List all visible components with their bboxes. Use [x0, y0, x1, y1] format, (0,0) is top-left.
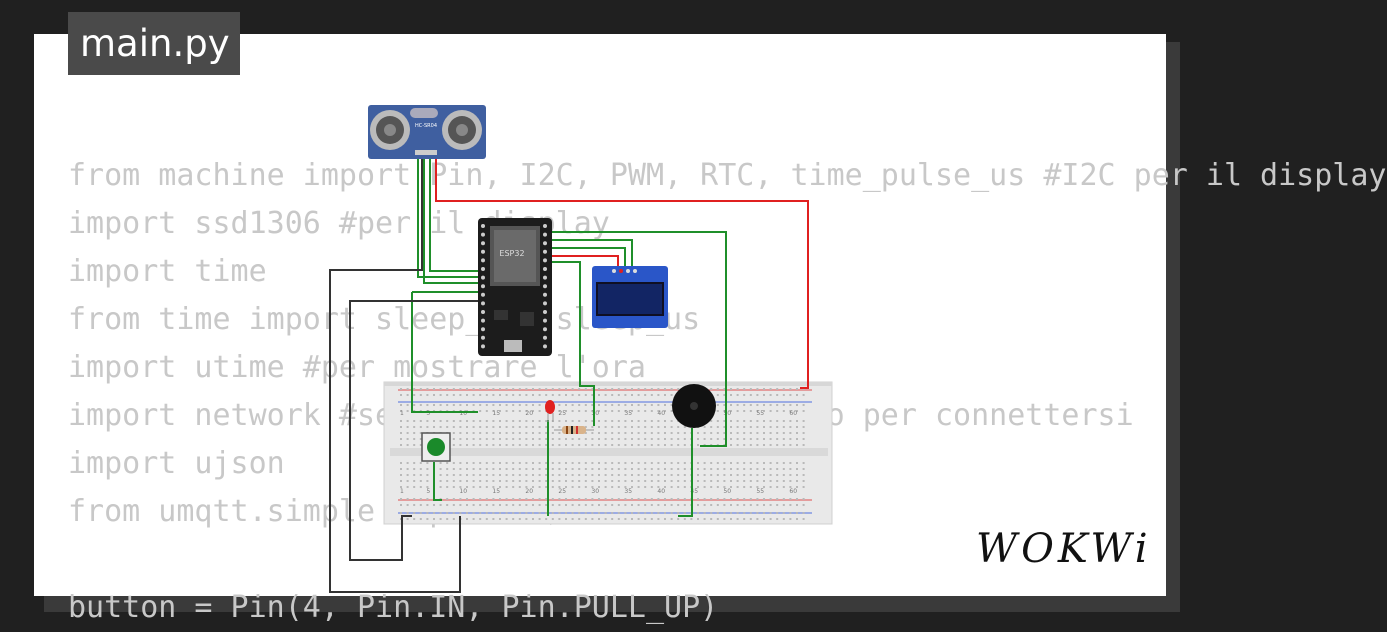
- breadboard-column-number: 60: [789, 488, 797, 495]
- breadboard-column-number: 45: [690, 488, 698, 495]
- circuit-diagram: 1155101015152020252530303535404045455050…: [329, 105, 833, 593]
- breadboard-column-number: 40: [657, 488, 665, 495]
- breadboard-column-number: 50: [723, 488, 731, 495]
- breadboard-column-number: 55: [756, 488, 764, 495]
- breadboard-column-number: 55: [756, 410, 764, 417]
- breadboard-column-number: 5: [426, 410, 430, 417]
- wire-green-oled-sda: [552, 239, 633, 272]
- breadboard-column-number: 60: [789, 410, 797, 417]
- code-line-3: import time: [68, 254, 267, 289]
- breadboard-column-number: 35: [624, 410, 632, 417]
- code-line-1: from machine import Pin, I2C, PWM, RTC, …: [68, 158, 1387, 193]
- resistor[interactable]: [554, 426, 594, 434]
- breadboard-column-number: 35: [624, 488, 632, 495]
- esp32-pins: [481, 224, 547, 349]
- wire-green-button-signal: [411, 292, 478, 413]
- code-line-7: import ujson: [68, 446, 285, 481]
- breadboard-column-number: 25: [558, 488, 566, 495]
- wire-green-buzzer-gnd: [678, 428, 693, 517]
- wire-green-buzzer: [552, 231, 727, 447]
- buzzer[interactable]: [672, 384, 716, 428]
- red-led[interactable]: [545, 400, 555, 422]
- breadboard-column-number: 50: [723, 410, 731, 417]
- breadboard-holes: [400, 388, 805, 520]
- wire-green-led: [552, 261, 595, 426]
- wire-green-sensor-1: [417, 152, 478, 278]
- breadboard-column-number: 10: [459, 410, 467, 417]
- breadboard-column-number: 5: [426, 488, 430, 495]
- ultrasonic-sensor[interactable]: HC-SR04: [368, 105, 486, 159]
- wokwi-logo: WOKWi: [976, 526, 1152, 572]
- breadboard-column-number: 10: [459, 488, 467, 495]
- file-tab[interactable]: main.py: [68, 12, 240, 75]
- code-line-10: button = Pin(4, Pin.IN, Pin.PULL_UP): [68, 590, 719, 625]
- breadboard-column-numbers: 1155101015152020252530303535404045455050…: [400, 410, 797, 495]
- breadboard-column-number: 20: [525, 410, 533, 417]
- breadboard: 1155101015152020252530303535404045455050…: [383, 381, 833, 525]
- wire-green-button-gnd: [433, 462, 442, 501]
- breadboard-column-number: 20: [525, 488, 533, 495]
- breadboard-column-number: 15: [492, 410, 500, 417]
- wires: [329, 152, 809, 593]
- breadboard-column-number: 25: [558, 410, 566, 417]
- breadboard-column-number: 1: [400, 488, 404, 495]
- breadboard-column-number: 30: [591, 488, 599, 495]
- sensor-label: HC-SR04: [415, 123, 437, 129]
- wire-green-oled-scl: [552, 247, 626, 272]
- breadboard-column-number: 15: [492, 488, 500, 495]
- wire-red-vcc: [435, 152, 809, 389]
- breadboard-column-number: 1: [400, 410, 404, 417]
- oled-display[interactable]: [592, 266, 668, 328]
- esp32-label: ESP32: [499, 249, 524, 258]
- wire-black-gnd-1: [349, 300, 478, 561]
- wire-black-gnd-2: [329, 152, 461, 593]
- esp32-board[interactable]: ESP32: [478, 218, 552, 356]
- breadboard-column-number: 40: [657, 410, 665, 417]
- wire-green-sensor-2: [423, 152, 478, 284]
- wire-green-sensor-3: [429, 152, 478, 272]
- breadboard-column-number: 30: [591, 410, 599, 417]
- push-button[interactable]: [421, 432, 451, 462]
- code-line-5: import utime #per mostrare l'ora: [68, 350, 646, 385]
